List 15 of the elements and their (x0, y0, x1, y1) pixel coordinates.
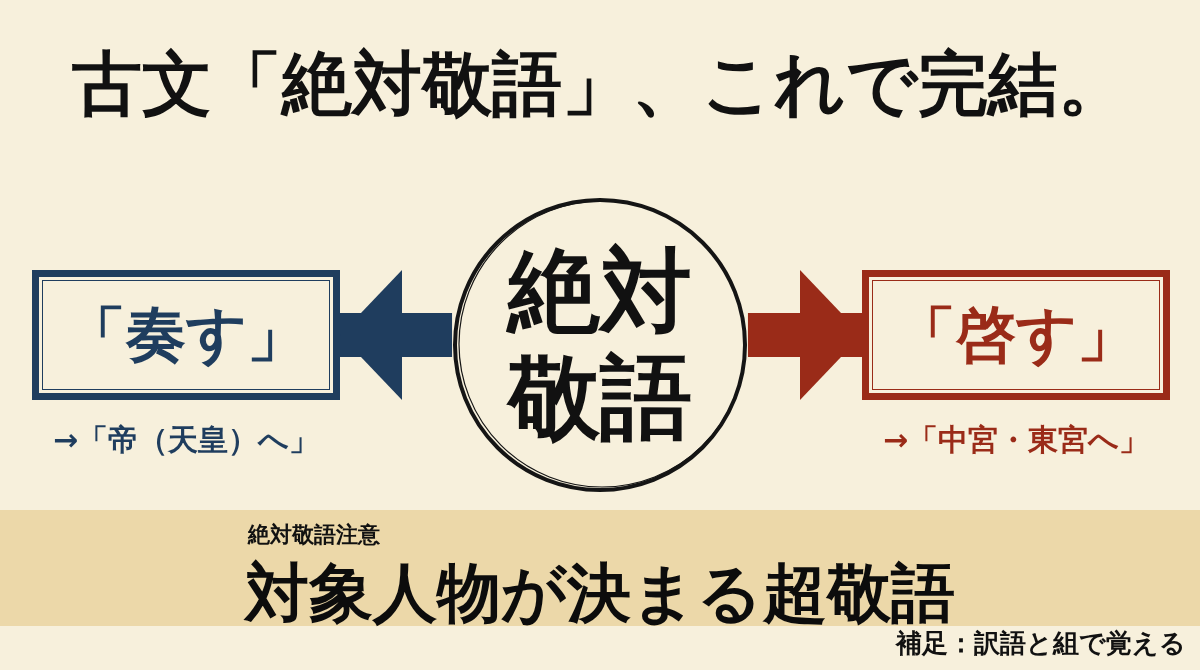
banner-band (0, 510, 1200, 626)
arrow (747, 270, 862, 400)
term-box (862, 270, 1170, 400)
term-box (32, 270, 340, 400)
arrow (340, 270, 453, 400)
title: 古文「絶対敬語」、これで完結。 (71, 42, 1129, 127)
term-label: 「啓す」 (895, 297, 1137, 371)
circle-label: 絶対敬語 (505, 239, 693, 451)
banner-subtitle: 絶対敬語注意 (248, 520, 380, 549)
circle-node (452, 197, 748, 493)
target-note: →「帝（天皇）へ」 (51, 421, 321, 459)
target-note: →「中宮・東宮へ」 (881, 421, 1151, 459)
note-text: 補足：訳語と組で覚える (896, 627, 1186, 660)
term-label: 「奏す」 (65, 297, 307, 371)
banner-heading: 対象人物が決まる超敬語 (242, 554, 956, 630)
